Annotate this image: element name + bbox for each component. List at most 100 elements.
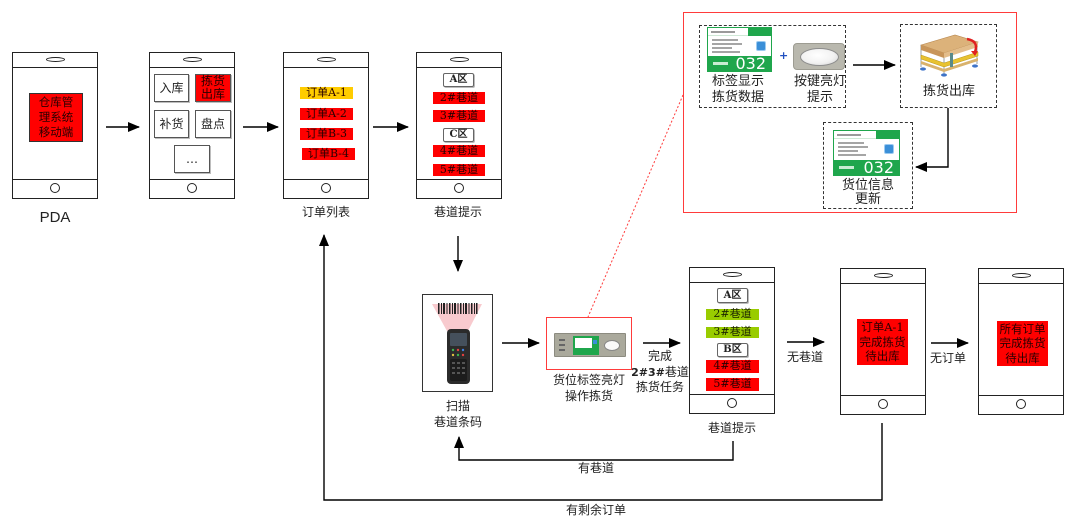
- detail-panel-frame: [683, 12, 1017, 213]
- caption-line: 巷道条码: [433, 415, 483, 429]
- label-number: 032: [735, 54, 766, 72]
- aisle-item: 2#巷道: [706, 307, 759, 320]
- caption-order-list: 订单列表: [301, 205, 351, 219]
- phone-bottom-bar: [841, 395, 925, 414]
- order-item: 订单B-4: [302, 147, 355, 160]
- zone-header: B区: [717, 343, 748, 357]
- scanner-illustration: [432, 303, 482, 384]
- phone-order-list: 订单A-1 订单A-2 订单B-3 订单B-4: [283, 52, 369, 199]
- menu-item-inbound: 入库: [154, 74, 189, 102]
- device-marking: [559, 344, 565, 346]
- order-item: 订单A-2: [300, 107, 353, 120]
- menu-item-pick-outbound: 拣货 出库: [195, 74, 231, 102]
- home-button-icon: [187, 183, 197, 193]
- label-qr-icon: [756, 41, 766, 51]
- phone-pda-home: 仓库管 理系统 移动端: [12, 52, 98, 199]
- device-marking: [559, 339, 565, 341]
- red-curved-arrow-icon: [966, 37, 978, 53]
- app-title-line: 理系统: [38, 110, 74, 124]
- home-button-icon: [1016, 399, 1026, 409]
- aisle-item: 5#巷道: [706, 377, 759, 391]
- order-item: 订单A-1: [300, 86, 353, 99]
- warehouse-rack-icon: [920, 34, 980, 77]
- menu-item-label: 出库: [200, 87, 225, 101]
- shelf-label-icon: 032: [833, 130, 900, 176]
- label-complete-aisles: 完成 2#3#巷道 拣货任务: [631, 349, 689, 396]
- home-button-icon: [878, 399, 888, 409]
- aisle-item: 4#巷道: [706, 359, 759, 373]
- light-label-device: [554, 333, 626, 357]
- phone-top-bar: [841, 269, 925, 284]
- order-complete-message: 订单A-1 完成拣货 待出库: [857, 319, 908, 365]
- aisle-item: 4#巷道: [433, 144, 485, 157]
- message-line: 订单A-1: [861, 320, 904, 335]
- phone-all-orders-complete: 所有订单 完成拣货 待出库: [978, 268, 1064, 415]
- detail-link-dotted: [587, 94, 684, 318]
- label-no-aisle: 无巷道: [786, 350, 824, 364]
- handheld-terminal-icon: [447, 329, 470, 384]
- menu-item-more: …: [174, 145, 210, 173]
- device-marking: [559, 349, 565, 351]
- message-line: 所有订单: [999, 321, 1046, 336]
- label-no-order: 无订单: [929, 351, 967, 365]
- caption-light-pick: 货位标签亮灯 操作拣货: [553, 372, 625, 404]
- earpiece-icon: [873, 273, 893, 278]
- caption-line: 拣货数据: [711, 90, 765, 105]
- earpiece-icon: [722, 272, 742, 277]
- label-has-remaining-orders: 有剩余订单: [565, 503, 627, 517]
- menu-item-label: 补货: [159, 116, 184, 131]
- earpiece-icon: [182, 57, 202, 62]
- zone-header: A区: [717, 288, 748, 303]
- menu-item-stocktake: 盘点: [195, 110, 231, 138]
- phone-aisle-prompt-initial: A区 2#巷道 3#巷道 C区 4#巷道 5#巷道: [416, 52, 502, 199]
- phone-bottom-bar: [13, 179, 97, 198]
- light-button-icon: [793, 43, 845, 70]
- aisle-item: 5#巷道: [433, 163, 485, 176]
- message-line: 待出库: [865, 349, 900, 364]
- caption-line: 货位标签亮灯: [552, 373, 626, 387]
- group-pick-out: [900, 24, 997, 108]
- caption-aisle-prompt: 巷道提示: [433, 205, 483, 219]
- phone-bottom-bar: [690, 394, 774, 413]
- zone-header: C区: [443, 128, 474, 142]
- app-title-block: 仓库管 理系统 移动端: [29, 93, 83, 142]
- app-title-line: 仓库管: [38, 95, 74, 109]
- aisle-numbers: 2#3#: [631, 365, 665, 379]
- menu-item-label: 拣货: [200, 74, 225, 88]
- label-qr-icon: [884, 144, 894, 154]
- transition-line: 2#3#巷道: [631, 364, 689, 380]
- phone-top-bar: [284, 53, 368, 68]
- menu-item-replenish: 补货: [154, 110, 189, 138]
- phone-aisle-prompt-updated: A区 2#巷道 3#巷道 B区 4#巷道 5#巷道: [689, 267, 775, 414]
- all-complete-message: 所有订单 完成拣货 待出库: [997, 321, 1048, 366]
- home-button-icon: [727, 398, 737, 408]
- aisle-item: 2#巷道: [433, 91, 485, 104]
- transition-line: 完成: [647, 348, 673, 363]
- home-button-icon: [50, 183, 60, 193]
- earpiece-icon: [1011, 273, 1031, 278]
- shelf-light-label-image: [546, 317, 632, 370]
- device-button-icon: [604, 340, 620, 351]
- label-has-aisle: 有巷道: [577, 461, 615, 475]
- phone-bottom-bar: [417, 179, 501, 198]
- phone-bottom-bar: [979, 395, 1063, 414]
- barcode-scanner-image: [422, 294, 493, 392]
- home-button-icon: [321, 183, 331, 193]
- device-screen: [573, 336, 599, 355]
- caption-location-update: 货位信息 更新: [842, 179, 894, 207]
- group-label-and-button: [699, 25, 846, 108]
- phone-order-complete: 订单A-1 完成拣货 待出库: [840, 268, 926, 415]
- caption-line: 扫描: [445, 399, 471, 413]
- caption-line: 操作拣货: [564, 389, 614, 403]
- caption-pda: PDA: [39, 209, 71, 226]
- loop-remaining-orders: [319, 234, 883, 501]
- aisle-word: 巷道: [664, 364, 689, 379]
- app-title-line: 移动端: [38, 125, 74, 139]
- menu-item-label: …: [186, 151, 198, 166]
- plus-sign: +: [779, 49, 789, 62]
- message-line: 完成拣货: [859, 334, 906, 349]
- shelf-label-icon: 032: [707, 27, 772, 72]
- menu-item-label: 入库: [159, 80, 184, 95]
- phone-top-bar: [150, 53, 234, 68]
